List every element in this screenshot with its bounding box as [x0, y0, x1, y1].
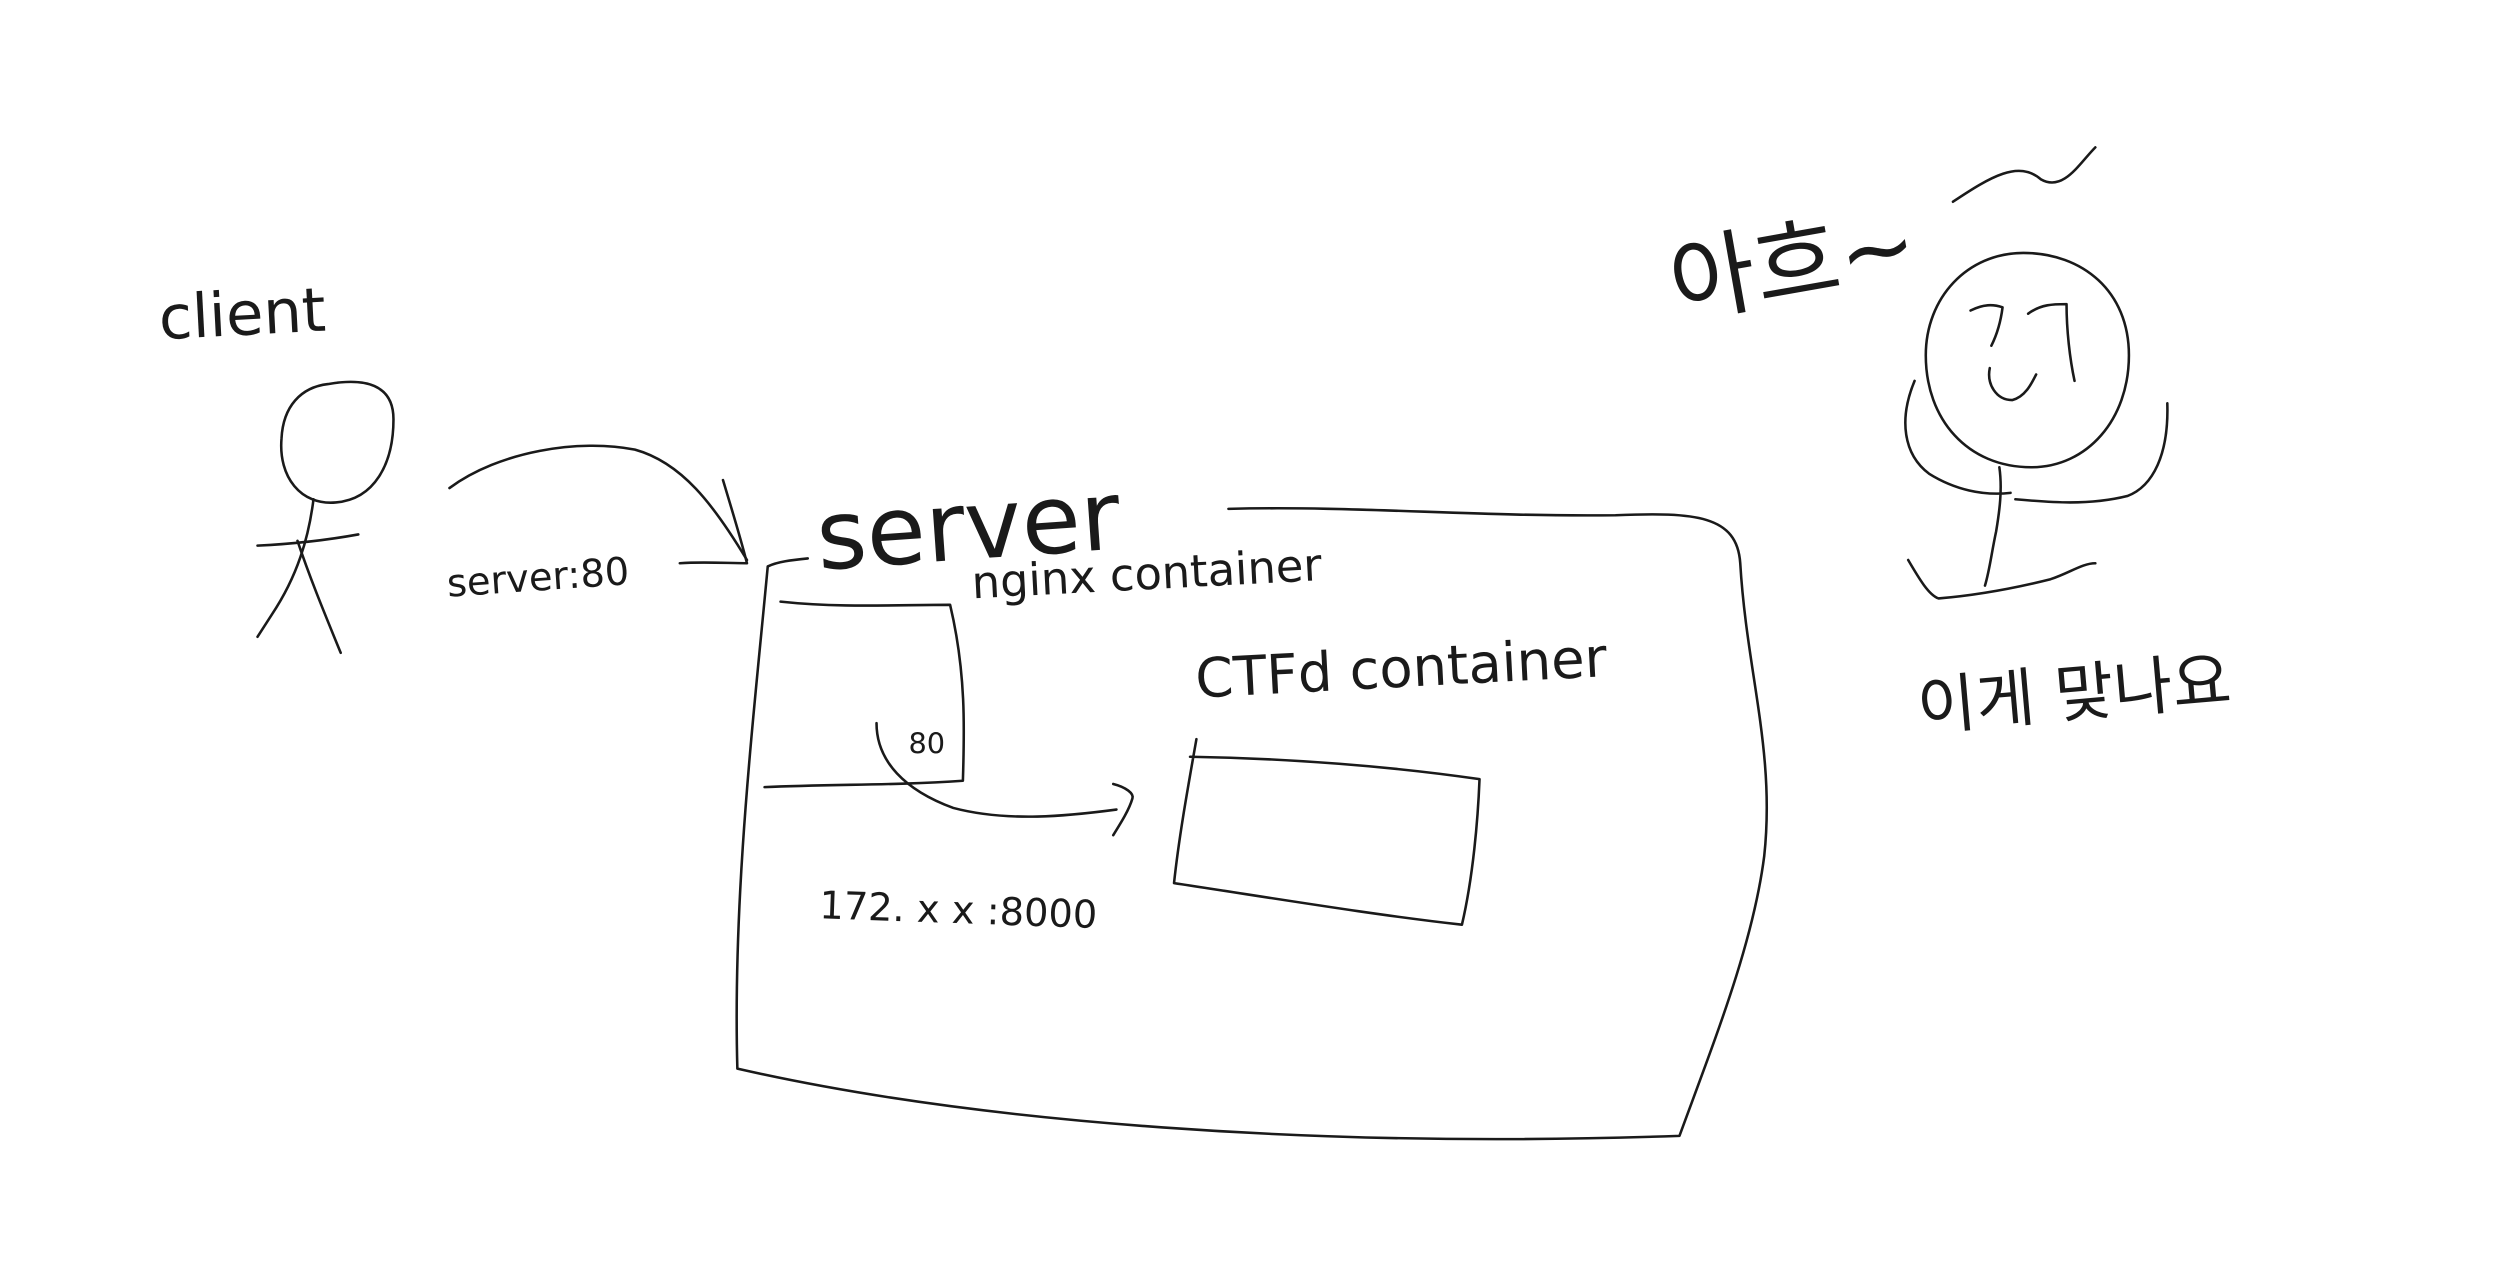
- ctfd-address-label: 172. x x :8000: [819, 883, 1098, 938]
- request-label: server:80: [445, 549, 630, 607]
- server-label: server: [813, 460, 1124, 593]
- request-arrow-curve: [448, 444, 749, 562]
- client-body: [256, 497, 315, 639]
- annotation-body: [1983, 465, 2002, 587]
- annotation-bottom-label: 이게 맞나요: [1914, 644, 2234, 745]
- proxy-arrow-head: [1111, 782, 1134, 837]
- annotation-shrug-left: [1904, 379, 2012, 495]
- request-arrow: server:80: [445, 444, 749, 607]
- server-box: server: [735, 460, 1769, 1141]
- proxy-arrow-curve: [875, 721, 1118, 818]
- annotation-legs: [1906, 558, 2097, 600]
- annotation-shrug-right: [2014, 401, 2169, 504]
- ctfd-label: CTFd container: [1194, 626, 1609, 711]
- client-leg: [296, 539, 342, 655]
- server-box-outline: [735, 507, 1769, 1141]
- client-figure: client: [157, 276, 395, 655]
- client-head: [279, 380, 395, 504]
- annotation-tilde: [1951, 146, 2097, 204]
- annotation-face-eye-left: [1969, 303, 2004, 347]
- annotation-top-label: 아흐~: [1661, 189, 1924, 338]
- client-label: client: [157, 276, 327, 355]
- ctfd-box: [1172, 737, 1481, 926]
- annotation-face-mouth: [1987, 366, 2038, 402]
- annotation-face-eye-right: [2026, 302, 2076, 383]
- client-arms: [256, 533, 360, 547]
- annotation-figure: 아흐~ 이게 맞나요: [1661, 146, 2234, 746]
- annotation-face-head: [1924, 251, 2131, 469]
- proxy-arrow: 172. x x :8000: [819, 721, 1134, 938]
- nginx-port-label: 80: [909, 727, 946, 761]
- ctfd-container: CTFd container: [1172, 626, 1609, 926]
- nginx-box: [763, 600, 966, 789]
- request-arrow-head: [678, 478, 749, 565]
